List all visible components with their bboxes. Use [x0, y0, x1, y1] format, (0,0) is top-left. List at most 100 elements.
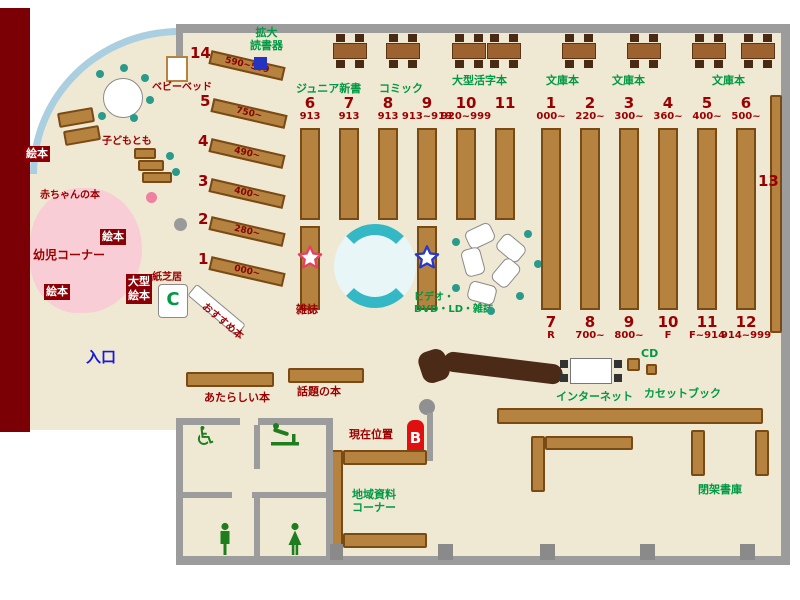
toilet-wall — [254, 425, 260, 469]
reading-table — [562, 34, 596, 68]
chair — [408, 60, 417, 68]
kamishibai-mark: C — [166, 289, 180, 310]
reading-table — [333, 34, 367, 68]
kodomo-tomo-label: 子どもとも — [102, 136, 152, 147]
magnifier-device — [254, 57, 267, 70]
stack-number: 12 — [735, 313, 757, 331]
bunko-label-2: 文庫本 — [612, 74, 645, 87]
chair — [336, 34, 345, 42]
chair — [630, 60, 639, 68]
womens-toilet-icon — [288, 522, 302, 555]
chair — [474, 34, 483, 42]
picture-books-label-1: 絵本 — [24, 146, 50, 162]
large-picture-books-line2: 絵本 — [128, 288, 150, 302]
cd-rack — [646, 364, 657, 375]
wall-pillar — [438, 544, 453, 560]
baby-books-label: 赤ちゃんの本 — [40, 190, 100, 201]
comics-label: コミック — [379, 82, 423, 95]
stack-range: 920~999 — [440, 111, 492, 122]
chair — [336, 60, 345, 68]
stack-range: R — [547, 330, 555, 341]
chair — [649, 60, 658, 68]
reading-table — [487, 34, 521, 68]
stack-range: 913 — [338, 111, 360, 122]
chair — [455, 34, 464, 42]
stack-number: 8 — [584, 313, 596, 331]
large-print-label: 大型活字本 — [452, 74, 507, 87]
wall-shelf-13 — [770, 95, 782, 333]
star-marker-red-icon — [297, 245, 323, 269]
wall-segment — [427, 413, 433, 461]
chair — [614, 374, 622, 382]
chair — [565, 34, 574, 42]
shelf-number: 5 — [200, 92, 211, 110]
table-top — [487, 43, 521, 59]
local-materials-line2: コーナー — [352, 501, 396, 515]
chair-dot — [166, 152, 174, 160]
shelf-number: 14 — [190, 44, 211, 62]
stack-range: 700~ — [575, 330, 605, 341]
toilet-wall — [326, 418, 333, 557]
stack-number: 10 — [455, 94, 477, 112]
wall-pillar — [740, 544, 755, 560]
chair — [584, 34, 593, 42]
new-books-label: あたらしい本 — [204, 391, 270, 404]
bunko-label-1: 文庫本 — [546, 74, 579, 87]
topical-books-label: 話題の本 — [297, 385, 341, 398]
local-materials-shelf — [343, 450, 427, 465]
stack-number: 8 — [382, 94, 394, 112]
wall-bottom — [176, 556, 790, 565]
stack-shelf — [658, 128, 678, 310]
toilet-wall — [183, 418, 240, 425]
stack-shelf — [619, 128, 639, 310]
wall-pillar — [640, 544, 655, 560]
current-location-label: 現在位置 — [349, 428, 393, 441]
wall-pillar — [330, 544, 343, 560]
baby-changing-icon — [271, 423, 299, 446]
picture-books-label-2: 絵本 — [100, 229, 126, 245]
stack-number: 11 — [494, 94, 516, 112]
stack-number: 4 — [662, 94, 674, 112]
toilet-wall — [176, 418, 183, 565]
large-picture-books-label: 大型 絵本 — [126, 274, 152, 304]
chair — [630, 34, 639, 42]
current-location-marker: B — [407, 420, 424, 457]
stack-shelf — [300, 128, 320, 220]
shelf-number: 3 — [198, 172, 209, 190]
stack-number: 7 — [343, 94, 355, 112]
stack-range: 913 — [299, 111, 321, 122]
chair-dot — [98, 112, 106, 120]
stack-range: 300~ — [614, 111, 644, 122]
current-location-mark: B — [409, 429, 422, 447]
stack-range: F — [664, 330, 672, 341]
chair-dot — [487, 307, 495, 315]
reading-table — [692, 34, 726, 68]
toilet-wall — [252, 492, 326, 498]
stack-range: 360~ — [653, 111, 683, 122]
stack-number: 13 — [758, 172, 779, 190]
stack-shelf — [456, 128, 476, 220]
video-dvd-label: ビデオ・ DVD・LD・雑誌 — [414, 292, 493, 316]
internet-table — [570, 358, 612, 384]
chair — [744, 60, 753, 68]
chair — [474, 60, 483, 68]
junior-paperbacks-label: ジュニア新書 — [296, 82, 362, 95]
chair — [714, 34, 723, 42]
stack-number: 9 — [421, 94, 433, 112]
stack-range: 913~919 — [401, 111, 453, 122]
reading-table — [386, 34, 420, 68]
chair — [763, 34, 772, 42]
infant-corner-label: 幼児コーナー — [33, 248, 106, 262]
chair — [560, 374, 568, 382]
chair — [649, 34, 658, 42]
kamishibai-label: 紙芝居 — [152, 272, 182, 283]
stack-shelf — [495, 128, 515, 220]
magazine-shelf — [300, 226, 320, 310]
shelf-number: 2 — [198, 210, 209, 228]
toilet-wall — [254, 498, 260, 556]
chair — [355, 34, 364, 42]
chair-dot — [146, 96, 154, 104]
shelf-number: 4 — [198, 132, 209, 150]
chair — [490, 60, 499, 68]
